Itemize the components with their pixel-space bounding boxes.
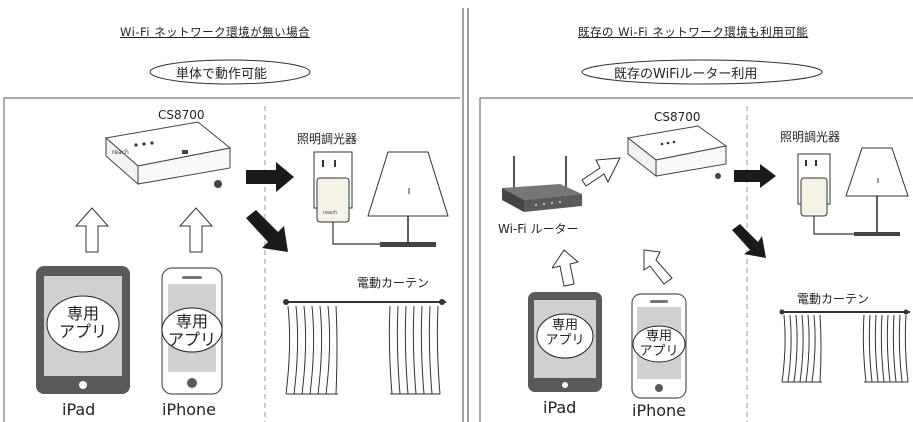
left-panel-frame [3, 97, 460, 422]
left-device-label: CS8700 [158, 108, 205, 122]
right-arrow-to-light [734, 164, 776, 188]
right-ipad-label: iPad [543, 398, 577, 417]
right-cs8700-device [626, 125, 728, 179]
left-ipad-device [36, 266, 130, 394]
left-ipad-arrow [74, 207, 110, 253]
right-iphone-arrow [643, 249, 673, 285]
right-light-label: 照明調光器 [780, 130, 841, 144]
right-arrow-router-to-device [581, 157, 621, 187]
right-iphone-label: iPhone [632, 401, 687, 420]
left-iphone-app-label: 専用 アプリ [167, 312, 216, 349]
right-oval-label: 既存のWiFiルーター利用 [614, 67, 758, 82]
right-wifi-router [502, 156, 582, 212]
left-iphone-device [161, 267, 223, 395]
right-ipad-device [528, 292, 602, 392]
svg-text:reach: reach [323, 210, 337, 216]
right-panel-frame [479, 97, 913, 422]
left-curtain [283, 299, 446, 395]
left-light-label: 照明調光器 [297, 132, 358, 146]
svg-text:reach: reach [112, 149, 129, 156]
left-arrow-to-light [246, 162, 294, 192]
right-ipad-arrow [552, 249, 580, 287]
left-cs8700-device: reach [104, 121, 232, 188]
left-ipad-app-label: 専用 アプリ [58, 304, 107, 341]
left-arrow-to-curtain [246, 210, 288, 252]
left-iphone-label: iPhone [162, 400, 217, 419]
right-oval [581, 59, 823, 85]
right-light-dimmer [797, 147, 909, 236]
right-curtain [779, 309, 910, 383]
left-curtain-label: 電動カーテン [357, 276, 430, 290]
left-heading: Wi-Fi ネットワーク環境が無い場合 [120, 25, 311, 39]
center-divider [462, 8, 469, 422]
right-device-label: CS8700 [654, 110, 701, 124]
left-iphone-arrow [178, 207, 214, 253]
right-iphone-app-label: 専用 アプリ [639, 329, 679, 359]
right-router-label: Wi-Fi ルーター [498, 222, 579, 236]
right-arrow-to-curtain [732, 224, 766, 258]
left-oval [149, 59, 311, 85]
right-iphone-device [631, 293, 687, 399]
right-heading: 既存の Wi-Fi ネットワーク環境も利用可能 [578, 25, 809, 39]
right-curtain-label: 電動カーテン [797, 292, 870, 306]
left-ipad-label: iPad [62, 400, 96, 419]
left-oval-label: 単体で動作可能 [176, 67, 268, 82]
left-light-dimmer: reach [313, 151, 449, 247]
right-ipad-app-label: 専用 アプリ [545, 318, 585, 348]
